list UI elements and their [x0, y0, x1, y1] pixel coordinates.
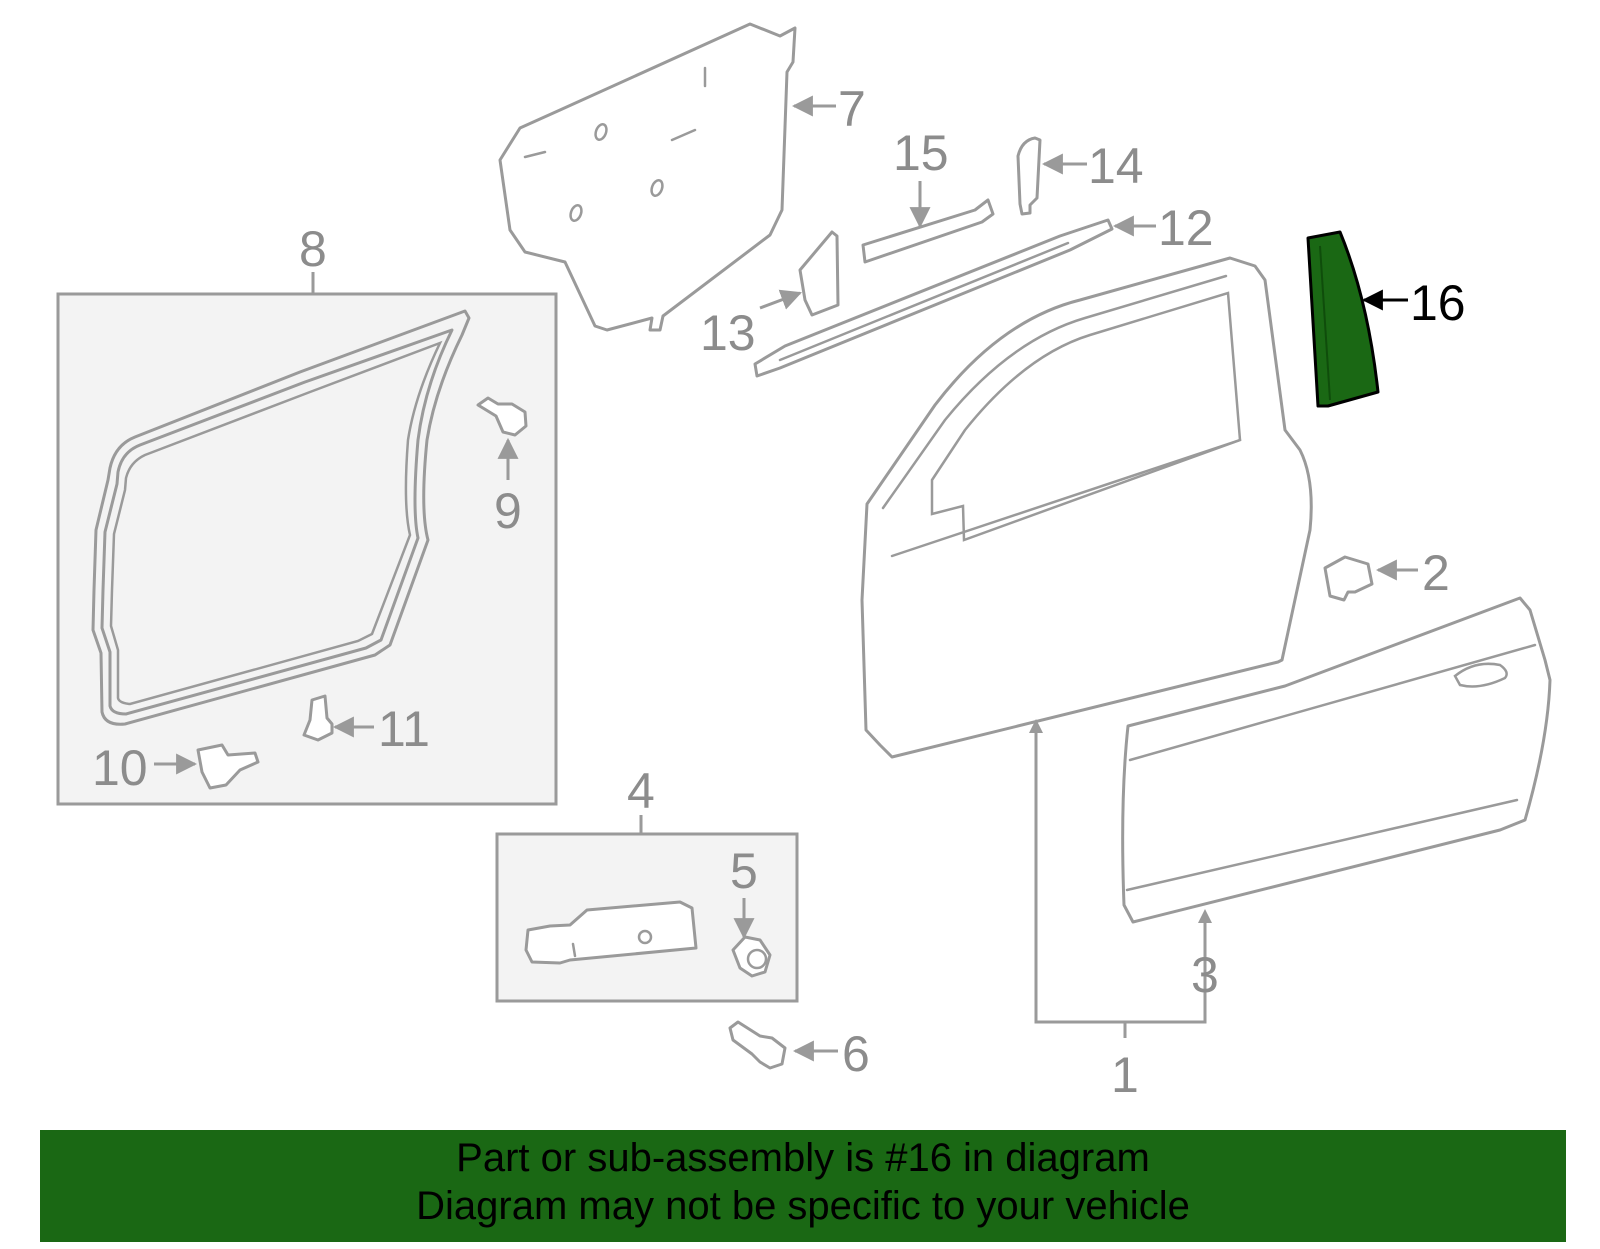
callout-10: 10 — [92, 740, 148, 796]
callout-14: 14 — [1088, 138, 1144, 194]
part-5-nut — [731, 935, 772, 978]
part-7-hole-cover — [498, 22, 797, 332]
callout-12: 12 — [1158, 200, 1214, 256]
callout-13: 13 — [700, 305, 756, 361]
part-12-belt-moulding — [753, 218, 1114, 378]
part-9-clip — [476, 396, 528, 437]
callout-3: 3 — [1191, 947, 1219, 1003]
part-16-highlighted — [1306, 230, 1380, 408]
callout-15: 15 — [893, 125, 949, 181]
part-16-shade-line — [1319, 245, 1331, 401]
part-13-corner-piece — [798, 230, 840, 317]
part-11-clip — [302, 694, 334, 742]
leader-3-arrowhead — [1198, 909, 1212, 923]
leader-1-bracket — [1034, 722, 1207, 1024]
callout-1: 1 — [1111, 1047, 1139, 1103]
callout-8: 8 — [299, 221, 327, 277]
part-10-clip — [196, 743, 260, 790]
callout-16: 16 — [1410, 275, 1466, 331]
banner-line-1: Part or sub-assembly is #16 in diagram — [456, 1136, 1150, 1180]
part-1-door-shell — [860, 256, 1313, 759]
part-2-bumper — [1323, 555, 1374, 602]
banner-line-2: Diagram may not be specific to your vehi… — [416, 1184, 1190, 1228]
callout-5: 5 — [730, 843, 758, 899]
part-15-garnish — [861, 198, 995, 264]
leader-1-arrowhead — [1029, 719, 1043, 733]
part-8-weatherstrip — [91, 309, 471, 726]
part-4-check-bracket — [524, 900, 698, 965]
leader-13 — [759, 289, 802, 310]
callout-9: 9 — [494, 483, 522, 539]
info-banner: Part or sub-assembly is #16 in diagram D… — [40, 1130, 1566, 1242]
callout-6: 6 — [842, 1026, 870, 1082]
part-3-outer-panel — [1121, 596, 1552, 924]
callout-11: 11 — [378, 701, 430, 757]
callout-2: 2 — [1422, 545, 1450, 601]
part-14-clip — [1016, 136, 1042, 216]
callout-4: 4 — [627, 763, 655, 819]
callout-7: 7 — [838, 81, 866, 137]
part-6-bolt — [728, 1020, 787, 1070]
